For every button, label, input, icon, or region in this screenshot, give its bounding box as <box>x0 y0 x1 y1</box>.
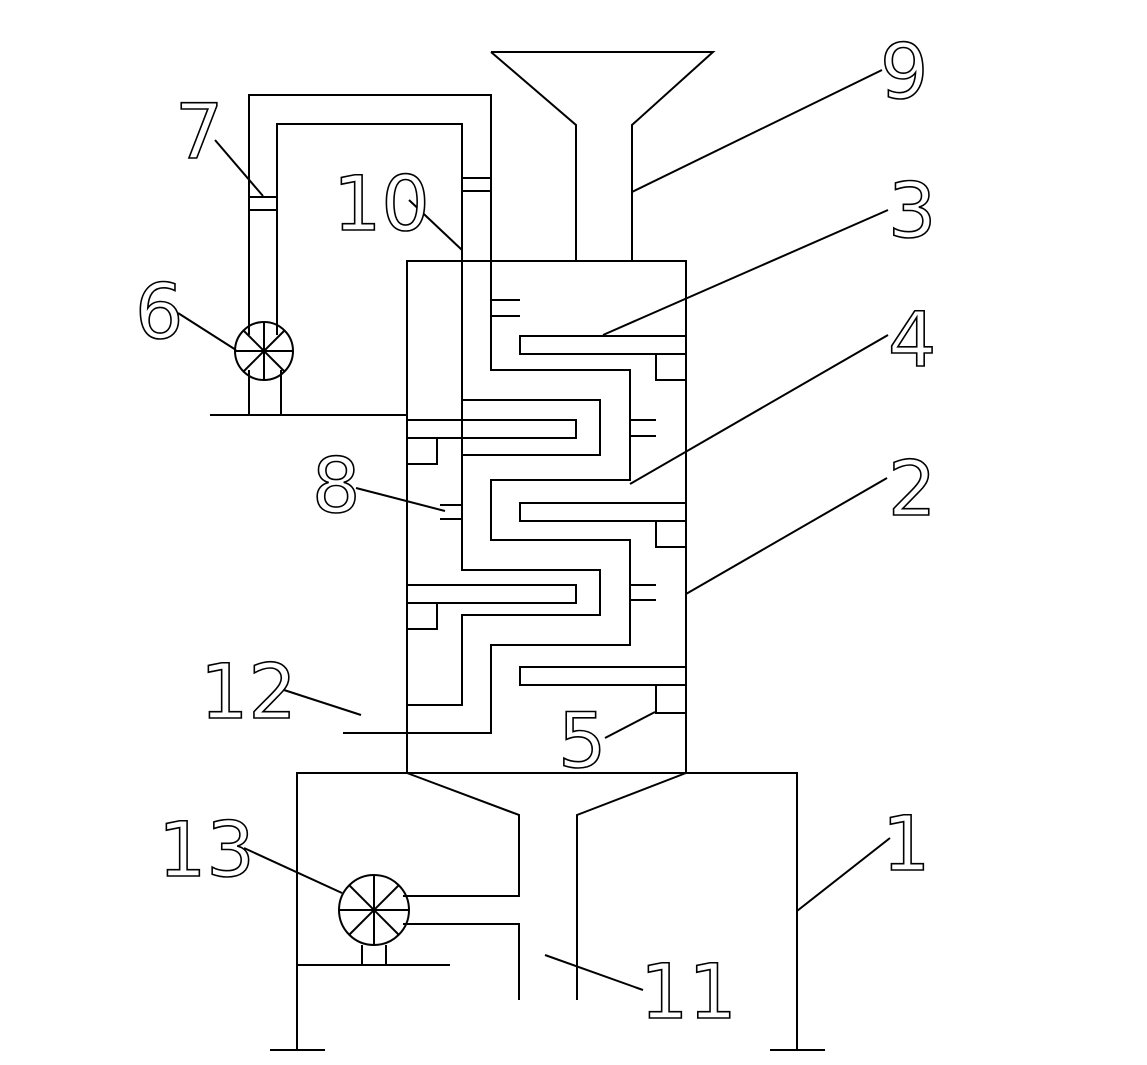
trays <box>406 335 687 686</box>
label-11: 11 <box>640 947 737 1036</box>
label-7: 7 <box>175 87 223 176</box>
label-1: 1 <box>882 799 930 888</box>
tower-body <box>406 260 687 774</box>
label-5: 5 <box>558 696 606 785</box>
label-4: 4 <box>888 295 936 384</box>
label-12: 12 <box>200 647 297 736</box>
pump-13 <box>338 874 410 965</box>
label-13: 13 <box>158 805 255 894</box>
discharge-outlet <box>403 772 687 1000</box>
label-9: 9 <box>880 27 928 116</box>
support-frame <box>270 772 825 1051</box>
feed-hopper <box>490 51 716 261</box>
top-circulation-pipe <box>210 94 492 416</box>
reference-numerals: 9 3 4 2 1 5 7 6 10 8 12 13 11 <box>134 26 937 1037</box>
label-2: 2 <box>888 444 936 533</box>
label-3: 3 <box>888 166 936 255</box>
nozzles <box>440 299 656 601</box>
serpentine-channel <box>343 261 631 734</box>
label-10: 10 <box>333 159 430 248</box>
label-6: 6 <box>135 267 183 356</box>
leader-lines <box>177 69 891 991</box>
pump-6 <box>234 321 294 381</box>
brackets <box>406 353 687 714</box>
label-8: 8 <box>312 441 360 530</box>
